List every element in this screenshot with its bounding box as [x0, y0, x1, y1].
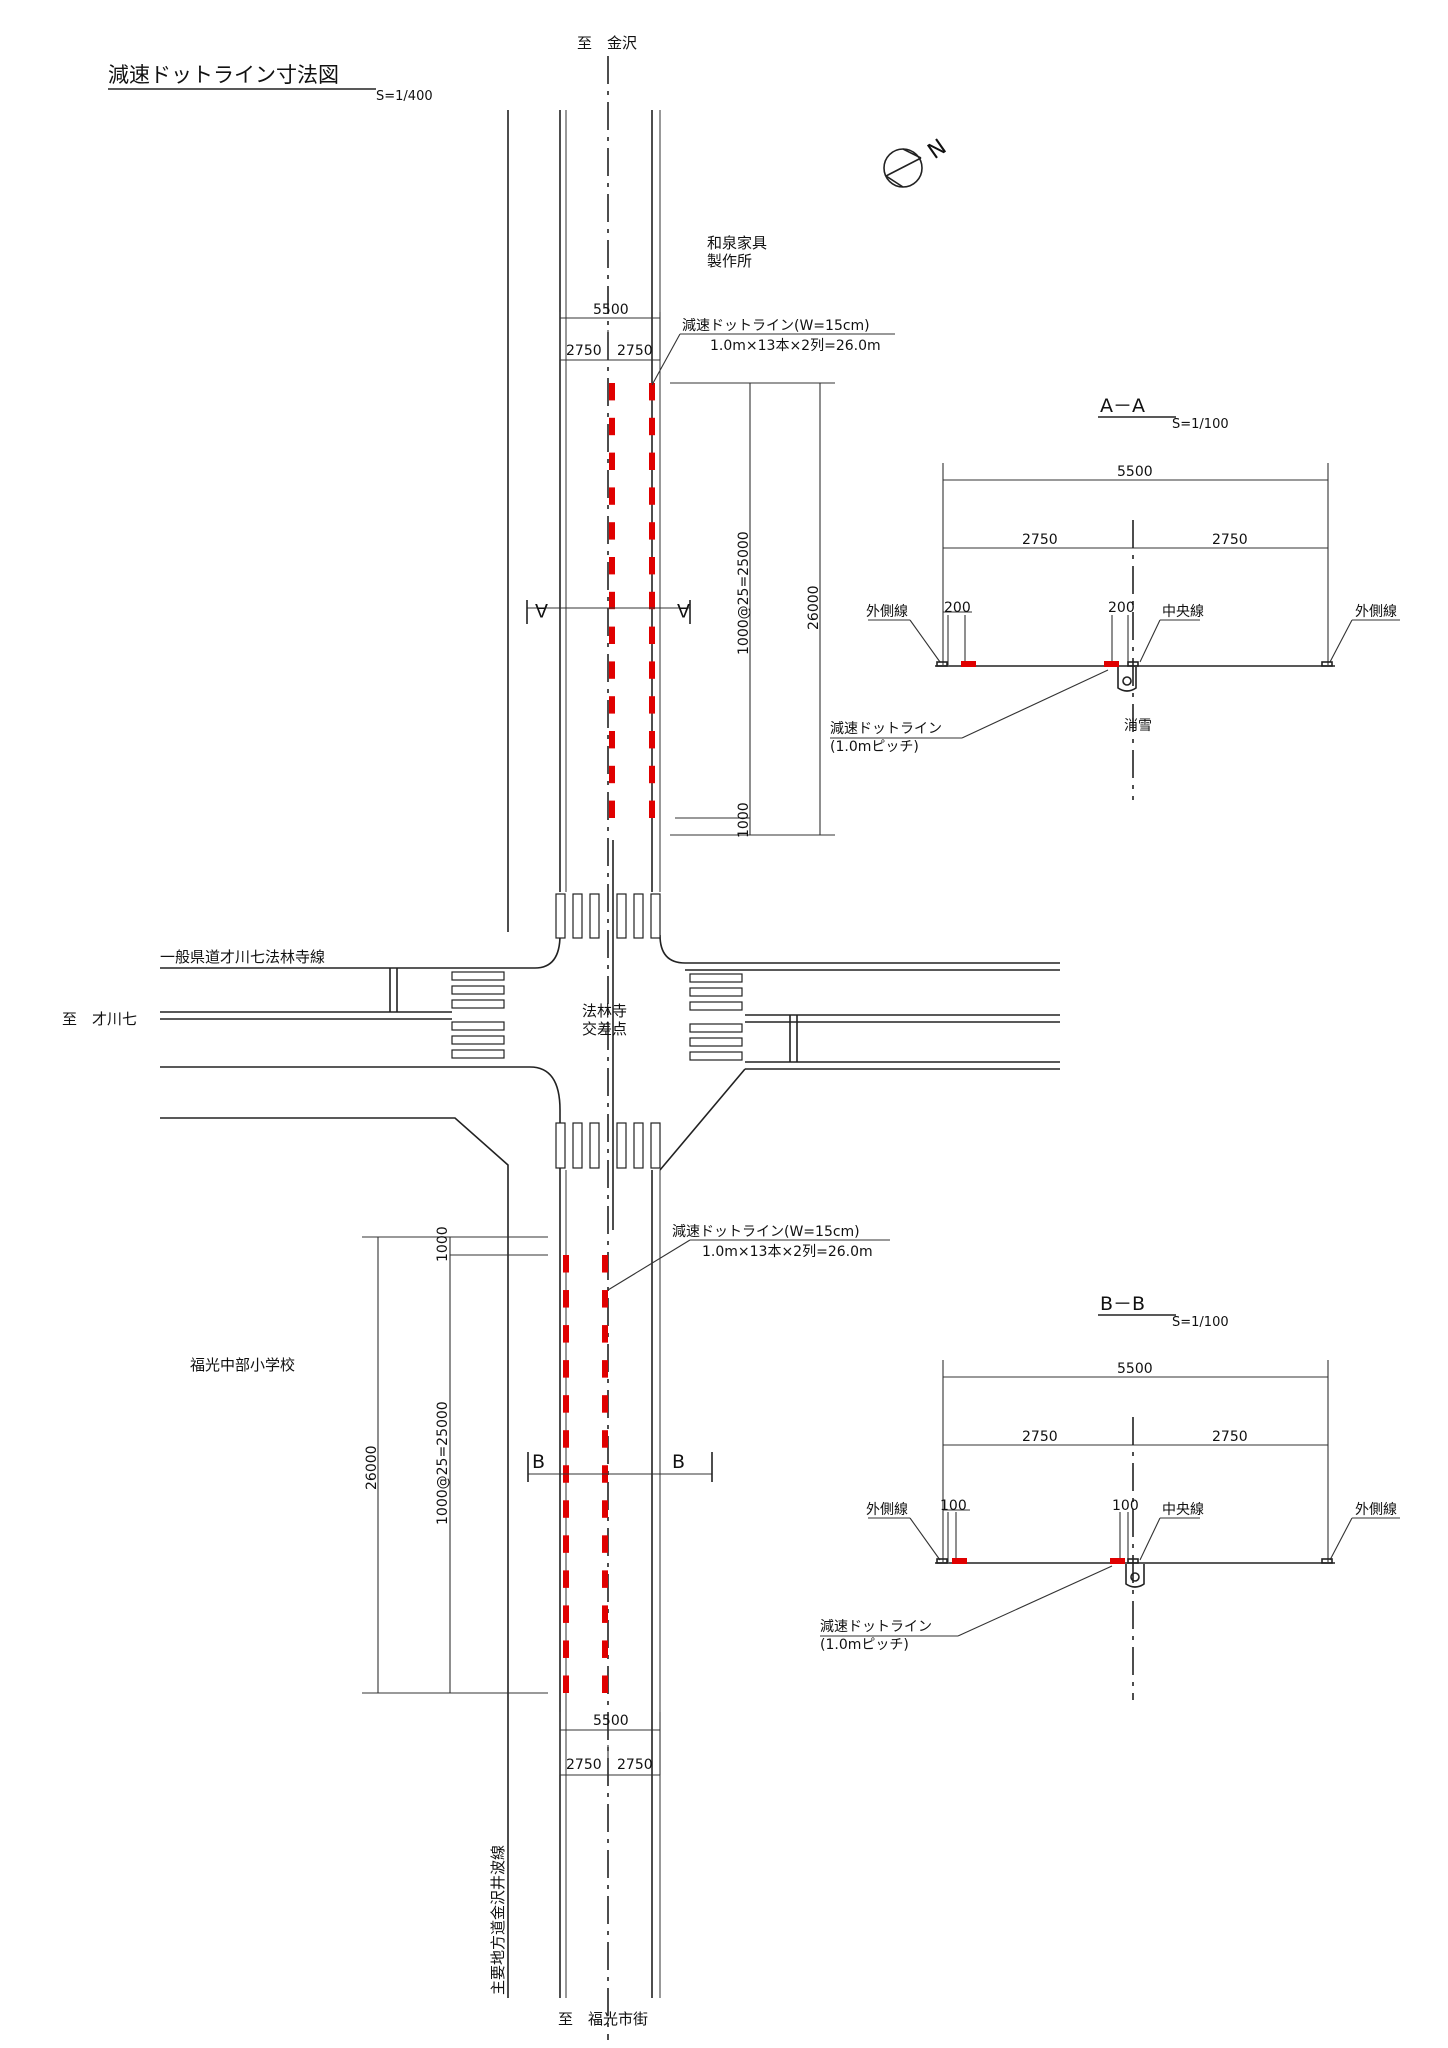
cross-road-west [160, 934, 561, 1998]
svg-text:外側線: 外側線 [1355, 1502, 1397, 1518]
svg-text:B: B [672, 1451, 685, 1473]
direction-north: 至 金沢 [577, 34, 637, 52]
north-dotline-callout: 減速ドットライン(W=15cm) 1.0m×13本×2列=26.0m [651, 317, 895, 386]
north-arrow-icon: N [883, 135, 951, 188]
north-lane-right: 2750 [617, 343, 653, 359]
svg-text:中央線: 中央線 [1162, 1502, 1204, 1518]
svg-text:B: B [532, 1451, 545, 1473]
section-bb-offset-center: 100 [1112, 1498, 1139, 1514]
label-prefectural-road: 一般県道才川七法林寺線 [160, 948, 325, 966]
section-aa-dot-center [1104, 661, 1119, 667]
svg-text:外側線: 外側線 [866, 1502, 908, 1518]
title-scale: S=1/400 [376, 89, 433, 104]
crosswalk-north [555, 893, 661, 939]
south-lane-right: 2750 [617, 1757, 653, 1773]
section-aa-offset-left: 200 [944, 600, 971, 616]
svg-text:1.0m×13本×2列=26.0m: 1.0m×13本×2列=26.0m [702, 1244, 873, 1260]
section-aa-lane-right: 2750 [1212, 532, 1248, 548]
section-bb-lane-left: 2750 [1022, 1429, 1058, 1445]
svg-text:A: A [677, 599, 690, 621]
section-aa-lane-left: 2750 [1022, 532, 1058, 548]
south-total-length: 26000 [364, 1445, 380, 1490]
section-aa-dot-left [961, 661, 976, 667]
snow-nozzle-icon [1125, 1564, 1145, 1588]
section-bb-scale: S=1/100 [1172, 1315, 1229, 1330]
north-total-length: 26000 [806, 585, 822, 630]
section-aa-scale: S=1/100 [1172, 417, 1229, 432]
section-bb-dot-left [952, 1558, 967, 1564]
label-factory-1: 和泉家具 [707, 234, 767, 252]
section-aa: A－A S=1/100 5500 2750 2750 200 200 外側線 中… [830, 395, 1400, 800]
svg-text:減速ドットライン: 減速ドットライン [830, 720, 942, 737]
section-bb-dot-center [1110, 1558, 1125, 1564]
svg-text:中央線: 中央線 [1162, 604, 1204, 620]
snow-nozzle-icon [1117, 667, 1137, 692]
direction-west: 至 才川七 [62, 1010, 137, 1028]
svg-text:外側線: 外側線 [1355, 604, 1397, 620]
drawing-title: 減速ドットライン寸法図 [108, 63, 339, 87]
south-first-gap: 1000 [435, 1226, 451, 1262]
direction-south: 至 福光市街 [558, 2010, 648, 2028]
main-road [507, 56, 661, 2040]
south-road-width: 5500 [593, 1713, 629, 1729]
south-length-dimension: 26000 1000@25=25000 1000 [362, 1226, 548, 1694]
north-first-gap: 1000 [736, 802, 752, 838]
north-road-width: 5500 [593, 302, 629, 318]
crosswalk-east [689, 973, 743, 1061]
north-width-dimension: 5500 2750 2750 [559, 302, 661, 361]
section-a-marker: A A [526, 599, 691, 624]
south-dotline-callout: 減速ドットライン(W=15cm) 1.0m×13本×2列=26.0m [607, 1223, 890, 1291]
label-intersection-2: 交差点 [582, 1020, 627, 1038]
svg-text:減速ドットライン(W=15cm): 減速ドットライン(W=15cm) [682, 317, 870, 334]
section-bb-lane-right: 2750 [1212, 1429, 1248, 1445]
svg-text:N: N [923, 135, 951, 165]
svg-text:減速ドットライン(W=15cm): 減速ドットライン(W=15cm) [672, 1223, 860, 1240]
svg-text:1.0m×13本×2列=26.0m: 1.0m×13本×2列=26.0m [710, 338, 881, 354]
section-bb-offset-left: 100 [940, 1498, 967, 1514]
label-school: 福光中部小学校 [190, 1356, 295, 1374]
section-bb-total: 5500 [1117, 1361, 1153, 1377]
section-aa-offset-center: 200 [1108, 600, 1135, 616]
dotline-north [609, 383, 655, 818]
north-length-dimension: 1000@25=25000 26000 1000 [670, 382, 835, 838]
crosswalk-west [451, 971, 505, 1059]
north-pitch-spec: 1000@25=25000 [736, 531, 752, 655]
section-b-marker: B B [527, 1451, 713, 1482]
south-pitch-spec: 1000@25=25000 [435, 1401, 451, 1525]
label-factory-2: 製作所 [707, 252, 752, 270]
svg-text:A: A [535, 599, 548, 621]
svg-text:(1.0mピッチ): (1.0mピッチ) [820, 1637, 909, 1653]
south-lane-left: 2750 [566, 1757, 602, 1773]
svg-text:減速ドットライン: 減速ドットライン [820, 1618, 932, 1635]
section-aa-title: A－A [1100, 395, 1145, 417]
north-lane-left: 2750 [566, 343, 602, 359]
svg-text:(1.0mピッチ): (1.0mピッチ) [830, 739, 919, 755]
section-bb: B－B S=1/100 5500 2750 2750 100 100 外側線 中… [820, 1293, 1400, 1700]
section-bb-title: B－B [1100, 1293, 1145, 1315]
south-width-dimension: 5500 2750 2750 [559, 1712, 661, 1776]
svg-text:消雪: 消雪 [1124, 718, 1152, 734]
dotline-south [563, 1255, 608, 1693]
cross-road-east [659, 934, 1060, 1171]
section-aa-total: 5500 [1117, 464, 1153, 480]
label-intersection-1: 法林寺 [582, 1002, 627, 1020]
label-main-road: 主要地方道金沢井波線 [489, 1845, 507, 1995]
crosswalk-south [555, 1122, 661, 1169]
svg-text:外側線: 外側線 [866, 604, 908, 620]
